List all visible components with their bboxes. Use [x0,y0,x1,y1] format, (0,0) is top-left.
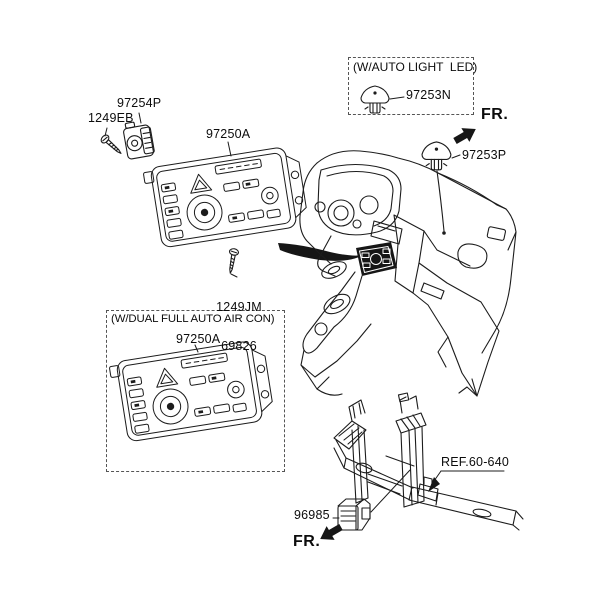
fr-arrow-bottom-icon [315,519,346,547]
ref-label-60-640: REF.60-640 [441,455,510,469]
leader-lines [104,96,505,519]
switch-97254p-illustration [123,121,155,160]
part-label-97253n: 97253N [406,88,451,102]
fr-arrow-top-icon [450,121,481,149]
cowl-crossmember-illustration [333,392,524,531]
locator-swoosh [278,243,363,261]
fr-label-bottom: FR. [293,533,321,550]
dashboard-illustration [299,150,517,397]
screw-1249eb-illustration [99,132,125,158]
part-label-97250a-dual: 97250A [176,332,221,346]
photo-sensor-97253p [421,141,452,171]
part-label-69826: 69826 [221,339,257,353]
callout-box-auto-light: (W/AUTO LIGHT LED) [348,57,478,115]
part-label-1249jm-69826: 1249JM 69826 [205,275,273,379]
callout-box-dual-auto-aircon: (W/DUAL FULL AUTO AIR CON) [106,310,285,472]
heater-control-unit-main [142,144,310,250]
part-label-96985: 96985 [294,508,330,522]
sensor-96985-illustration [337,498,371,531]
callout-box-dual-auto-aircon-title: (W/DUAL FULL AUTO AIR CON) [111,313,275,325]
part-label-97254p: 97254P [117,96,162,110]
part-label-97253p: 97253P [462,148,507,162]
part-label-97250a-main: 97250A [206,127,251,141]
part-label-1249eb: 1249EB [88,111,134,125]
screw-1249jm-illustration [225,247,240,275]
part-label-1249jm: 1249JM [216,300,262,314]
fr-label-top: FR. [481,106,509,123]
callout-box-auto-light-title: (W/AUTO LIGHT LED) [353,60,478,74]
